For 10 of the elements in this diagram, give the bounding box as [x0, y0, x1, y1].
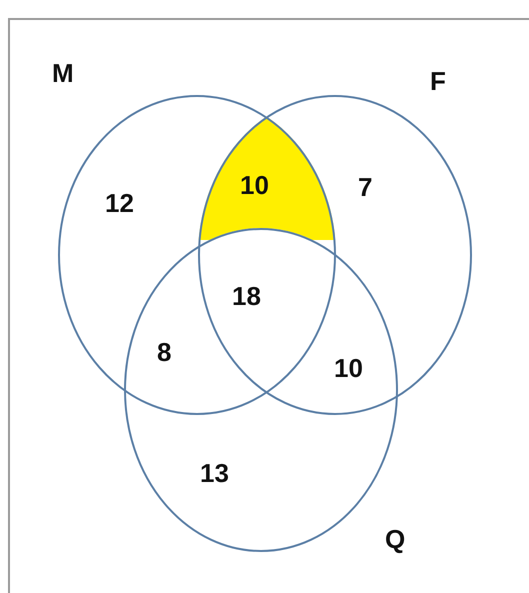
region-count: 10 [334, 355, 363, 381]
set-label: F [430, 68, 446, 94]
region-count: 18 [232, 283, 261, 309]
region-count: 13 [200, 460, 229, 486]
set-label: M [52, 60, 74, 86]
region-count: 10 [240, 172, 269, 198]
region-count: 8 [157, 339, 172, 365]
set-label: Q [385, 526, 406, 552]
region-count: 7 [358, 174, 372, 200]
region-count: 12 [105, 190, 134, 216]
